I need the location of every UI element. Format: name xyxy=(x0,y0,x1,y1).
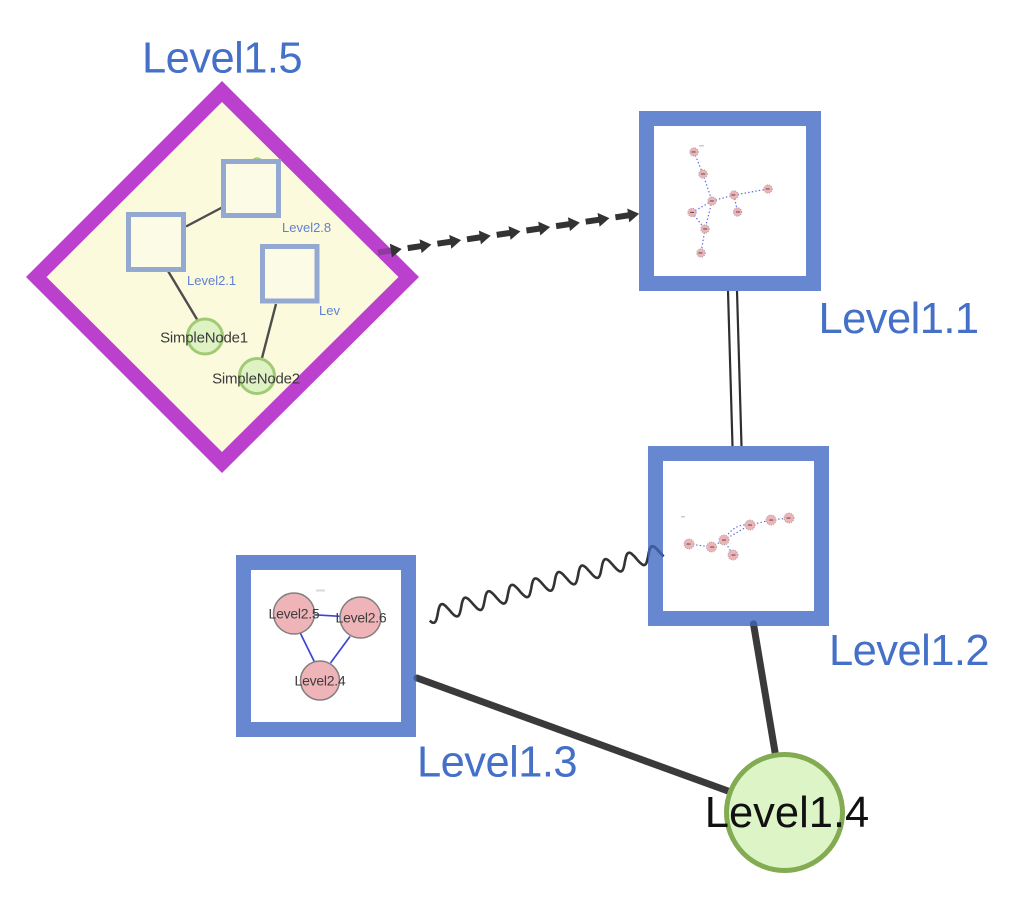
svg-text:Level1.5: Level1.5 xyxy=(142,35,302,83)
svg-text:Lev: Lev xyxy=(319,303,340,318)
svg-text:Level2.1: Level2.1 xyxy=(187,273,236,288)
svg-text:Level1.2: Level1.2 xyxy=(829,627,989,675)
svg-text:Level1.4: Level1.4 xyxy=(705,789,869,837)
svg-text:Level2.5: Level2.5 xyxy=(269,606,320,622)
svg-text:SimpleNode1: SimpleNode1 xyxy=(160,330,248,347)
svg-text:Level1.3: Level1.3 xyxy=(417,739,577,787)
svg-text:Level2.6: Level2.6 xyxy=(336,610,387,626)
svg-text:SimpleNode2: SimpleNode2 xyxy=(212,371,300,388)
svg-text:Level2.8: Level2.8 xyxy=(282,220,331,235)
svg-text:Level2.4: Level2.4 xyxy=(295,673,346,689)
svg-text:Level1.1: Level1.1 xyxy=(818,295,978,343)
